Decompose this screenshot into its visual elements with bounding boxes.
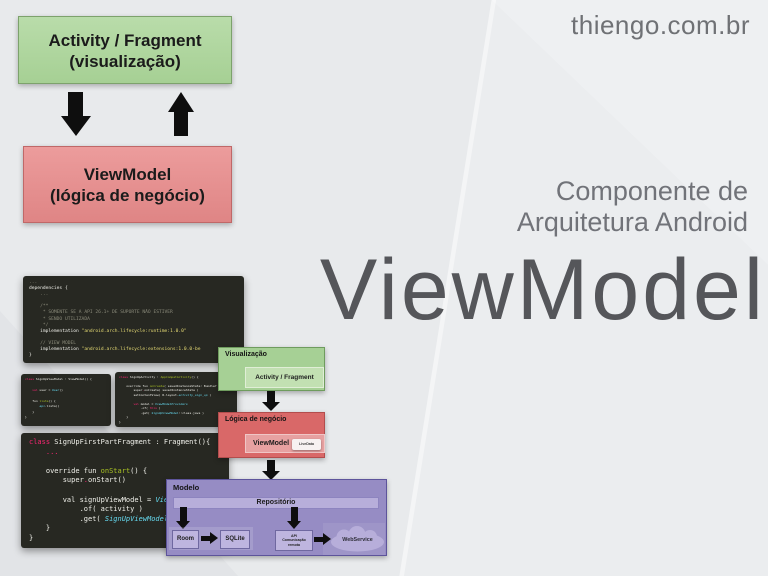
code-line: } bbox=[29, 533, 34, 542]
code-line: ... bbox=[29, 447, 59, 456]
arrow-up-icon bbox=[168, 92, 194, 136]
code-line: override fun onStart() { bbox=[29, 466, 148, 475]
code-line: implementation "android.arch.lifecycle:e… bbox=[29, 347, 201, 353]
arrow-down-icon bbox=[287, 507, 302, 529]
page-title: ViewModel bbox=[319, 242, 766, 338]
code-line: } bbox=[29, 524, 51, 533]
code-line: class SignUpActivity : AppCompatActivity… bbox=[119, 374, 199, 379]
code-line: .get( SignUpViewModel::class.java ) bbox=[119, 410, 204, 415]
diagram-activity-fragment-node: Activity / Fragment bbox=[245, 367, 324, 388]
code-line: val user = User() bbox=[32, 387, 63, 392]
arrow-right-icon bbox=[314, 533, 331, 545]
code-line: class SignUpViewModel : ViewModel() { bbox=[25, 377, 92, 381]
code-block-viewmodel-class: class SignUpViewModel : ViewModel() { va… bbox=[21, 374, 111, 426]
code-line: ... bbox=[29, 292, 49, 298]
diagram-viewmodel-text: ViewModel bbox=[253, 440, 290, 447]
diagram-model-layer: Modelo Repositório Room SQLite API Comun… bbox=[166, 479, 387, 556]
diagram-webservice-text: WebService bbox=[342, 537, 373, 543]
diagram-view-layer: Visualização Activity / Fragment bbox=[218, 347, 325, 391]
code-line: // VIEW MODEL bbox=[29, 340, 77, 346]
code-line: implementation "android.arch.lifecycle:r… bbox=[29, 328, 187, 334]
diagram-model-label: Modelo bbox=[173, 483, 200, 492]
diagram-repository-bar: Repositório bbox=[173, 497, 379, 509]
arrow-down-icon bbox=[262, 391, 280, 411]
arrow-down-icon bbox=[61, 92, 91, 136]
code-line: */ bbox=[29, 322, 49, 328]
diagram-logic-layer: Lógica de negócio ViewModel LiveData bbox=[218, 412, 325, 458]
code-line: * SENDO UTILIZADA bbox=[29, 316, 90, 322]
code-line: class SignUpFirstPartFragment : Fragment… bbox=[29, 438, 211, 446]
brand-url: thiengo.com.br bbox=[571, 10, 750, 40]
arrow-down-icon bbox=[176, 507, 191, 529]
code-line: } bbox=[119, 415, 129, 420]
code-line: setContentView( R.layout.activity_sign_u… bbox=[119, 392, 212, 397]
diagram-api-line2: Comunicação bbox=[282, 538, 306, 543]
code-line: dependencies { bbox=[29, 286, 68, 292]
code-line: * SOMENTE SE A API 26.1+ DE SUPORTE NÃO … bbox=[29, 310, 173, 316]
code-block-activity-class: class SignUpActivity : AppCompatActivity… bbox=[115, 372, 237, 427]
diagram-webservice-node: WebService bbox=[330, 525, 385, 553]
cloud-icon bbox=[331, 526, 384, 552]
flow-box-view-subtitle: (visualização) bbox=[69, 52, 181, 71]
code-line: } bbox=[25, 409, 35, 414]
flow-box-viewmodel-subtitle: (lógica de negócio) bbox=[50, 186, 205, 205]
code-line: super.onCreate( savedInstanceState ) bbox=[119, 388, 199, 393]
diagram-logic-label: Lógica de negócio bbox=[225, 416, 287, 423]
code-line: ... bbox=[29, 280, 38, 285]
code-line: } bbox=[25, 415, 27, 420]
subtitle-line1: Componente de bbox=[555, 176, 748, 206]
diagram-api-line1: API bbox=[291, 534, 297, 538]
arrow-down-icon bbox=[262, 460, 280, 480]
diagram-api-node: API Comunicação remota bbox=[275, 530, 313, 551]
flow-box-view-title: Activity / Fragment bbox=[48, 31, 202, 50]
code-line: fun lista() { bbox=[25, 398, 56, 403]
diagram-api-line3: remota bbox=[288, 542, 300, 547]
code-line: .of( this ) bbox=[119, 406, 161, 411]
code-line bbox=[29, 457, 221, 467]
code-line: api.lista() bbox=[39, 404, 60, 409]
flow-box-view: Activity / Fragment (visualização) bbox=[18, 16, 232, 84]
flow-box-viewmodel: ViewModel (lógica de negócio) bbox=[23, 146, 232, 223]
diagram-sqlite-node: SQLite bbox=[220, 530, 250, 549]
subtitle: Componente de Arquitetura Android bbox=[517, 176, 748, 238]
code-line: .of( activity ) bbox=[29, 505, 143, 514]
code-line: } bbox=[119, 419, 121, 424]
code-line: /** bbox=[29, 304, 49, 310]
subtitle-line2: Arquitetura Android bbox=[516, 207, 748, 237]
arrow-right-icon bbox=[201, 532, 218, 544]
livedata-badge: LiveData bbox=[292, 439, 321, 450]
diagram-viewmodel-node: ViewModel LiveData bbox=[245, 434, 325, 453]
flow-box-viewmodel-title: ViewModel bbox=[83, 165, 172, 184]
code-line: val model = ViewModelProviders bbox=[133, 401, 188, 406]
diagram-view-label: Visualização bbox=[225, 351, 267, 358]
code-line: super.onStart() bbox=[29, 476, 126, 485]
code-block-gradle-dependencies: ...dependencies { ... /** * SOMENTE SE A… bbox=[23, 276, 244, 363]
code-line: } bbox=[29, 353, 32, 359]
diagram-room-node: Room bbox=[172, 530, 199, 549]
